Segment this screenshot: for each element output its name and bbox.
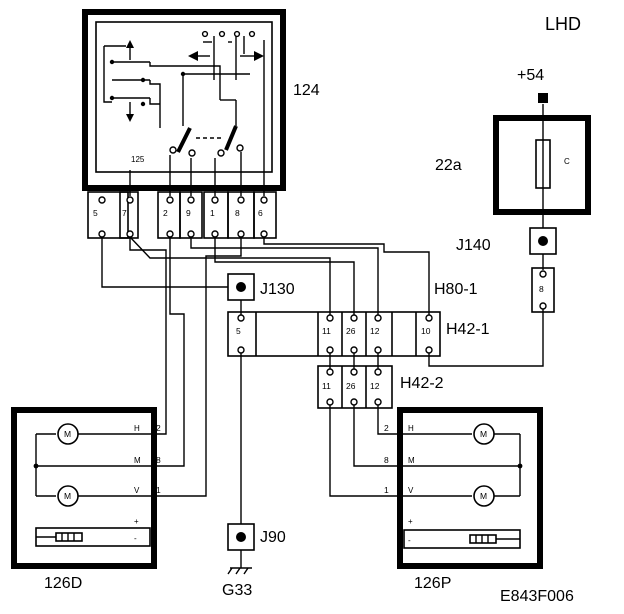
fuse-letter: C	[564, 157, 570, 166]
diagram-code: E843F006	[500, 588, 574, 605]
connector-j130: J130	[227, 273, 295, 301]
j140-label: J140	[456, 237, 491, 254]
relay-pin-7: 7	[122, 208, 127, 218]
h42-2-pin-12: 12	[370, 381, 380, 391]
wire-126d-1: 1	[156, 485, 161, 495]
terminal-126p-h: H	[408, 424, 414, 433]
h42-1-pin-5: 5	[236, 326, 241, 336]
wire-126d-8: 8	[156, 455, 161, 465]
relay-label: 124	[293, 82, 320, 99]
h42-1-pin-12: 12	[370, 326, 380, 336]
ground-label: G33	[222, 582, 252, 599]
h80-pin: 8	[539, 284, 544, 294]
j130-label: J130	[260, 281, 295, 298]
relay-pin-block: 5 7 2 9 1 8 6	[87, 191, 277, 239]
terminal-126d-h: H	[134, 424, 140, 433]
h42-2-label: H42-2	[400, 375, 444, 392]
relay-pin-6: 6	[258, 208, 263, 218]
terminal-126p-m: M	[408, 456, 415, 465]
fuse-22a: +54 22a C	[435, 67, 591, 228]
heater-126p-icon	[469, 534, 497, 544]
motor-unit-126p-label: 126P	[414, 575, 451, 592]
heater-126d-plus: +	[134, 517, 139, 526]
relay-outer-frame	[82, 9, 286, 191]
relay-pin-8: 8	[235, 208, 240, 218]
connector-j140: J140	[456, 227, 557, 255]
relay-124: 125 124 5 7 2 9 1 8	[82, 9, 320, 239]
heater-126p-minus: -	[408, 536, 411, 545]
heater-126d-icon	[55, 532, 83, 542]
terminal-126p-v: V	[408, 486, 414, 495]
motor-126p-lower-icon: M	[480, 491, 487, 501]
h42-1-pin-10: 10	[421, 326, 431, 336]
relay-pin-1: 1	[210, 208, 215, 218]
relay-inner-frame	[95, 21, 273, 173]
connector-j90: J90	[227, 523, 286, 551]
wire-126p-1: 1	[384, 485, 389, 495]
ground-g33: G33	[222, 550, 252, 599]
motor-126d-lower-icon: M	[64, 491, 71, 501]
connector-h42-2: 11 26 12 H42-2	[317, 365, 444, 409]
relay-switch-contacts	[103, 30, 264, 157]
motor-unit-126p-frame	[397, 407, 543, 569]
fuse-frame	[493, 115, 591, 215]
wire-126d-2: 2	[156, 423, 161, 433]
heater-126d-minus: -	[134, 534, 137, 543]
heater-126p-plus: +	[408, 517, 413, 526]
wiring-harness	[101, 236, 430, 524]
supply-terminal	[538, 93, 548, 103]
motor-126p-upper-icon: M	[480, 429, 487, 439]
connector-h42-1: 5 11 26 12 10 H42-1	[227, 311, 490, 357]
h42-2-pin-11: 11	[322, 381, 331, 391]
j90-label: J90	[260, 529, 286, 546]
wire-126p-2: 2	[384, 423, 389, 433]
motor-unit-126p: M M H M V + - 126P 2 8 1	[384, 407, 543, 592]
down-arrow-icon	[126, 114, 134, 122]
wire-126p-8: 8	[384, 455, 389, 465]
motor-unit-126d-frame	[11, 407, 157, 569]
h42-2-pin-26: 26	[346, 381, 356, 391]
motor-unit-126d: M M H M V + - 126D 2 8 1	[11, 407, 161, 592]
terminal-126d-v: V	[134, 486, 140, 495]
connector-h80-1: 8 H80-1	[434, 267, 555, 313]
relay-pin-5: 5	[93, 208, 98, 218]
motor-126d-upper-icon: M	[64, 429, 71, 439]
right-arrow-icon	[254, 51, 264, 61]
h42-1-label: H42-1	[446, 321, 490, 338]
terminal-126d-m: M	[134, 456, 141, 465]
relay-inner-label: 125	[131, 155, 145, 164]
h42-1-pin-11: 11	[322, 326, 331, 336]
up-arrow-icon	[126, 40, 134, 48]
h80-label: H80-1	[434, 281, 478, 298]
relay-pin-2: 2	[163, 208, 168, 218]
motor-unit-126d-label: 126D	[44, 575, 82, 592]
h42-1-pin-26: 26	[346, 326, 356, 336]
fuse-label: 22a	[435, 157, 462, 174]
lhd-label: LHD	[545, 14, 581, 34]
left-arrow-icon	[188, 51, 198, 61]
relay-pin-9: 9	[186, 208, 191, 218]
supply-label: +54	[517, 67, 544, 84]
